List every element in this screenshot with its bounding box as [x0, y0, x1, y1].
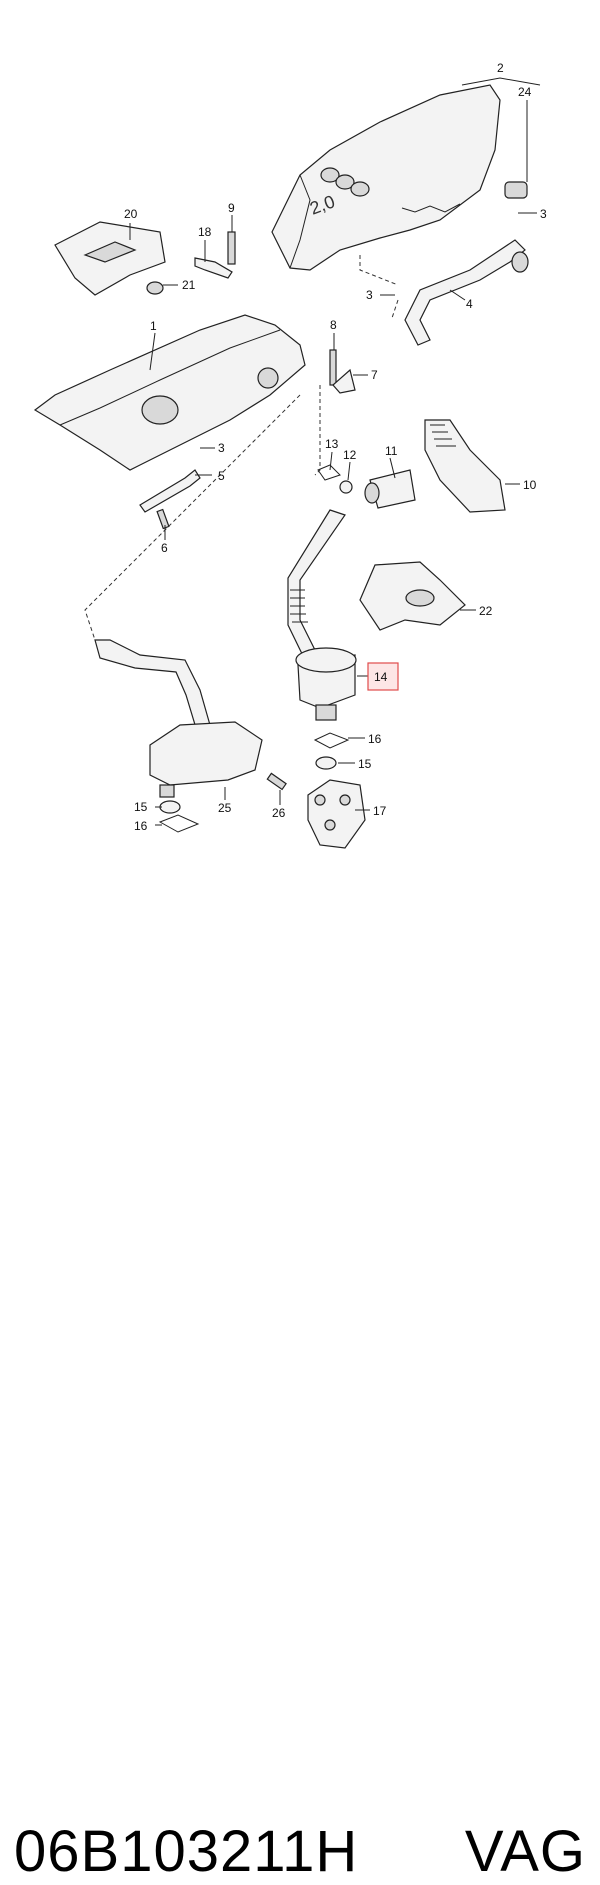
bracket-part-7 [332, 368, 356, 394]
cylinder-head-cover [33, 314, 306, 471]
vent-pipe [287, 509, 346, 662]
exploded-parts-diagram: 2,0 [33, 61, 547, 849]
bolt-part-26 [266, 772, 287, 791]
callout-3: 3 [540, 207, 547, 221]
callout-16: 16 [368, 732, 382, 746]
o-ring-part-15 [315, 756, 337, 770]
bracket-part-18 [194, 257, 233, 279]
callout-15: 15 [358, 757, 372, 771]
callout-16: 16 [134, 819, 148, 833]
callout-22: 22 [479, 604, 493, 618]
hose-to-oil-tank [94, 639, 211, 729]
clip-part-16 [313, 732, 350, 749]
callout-26: 26 [272, 806, 286, 820]
bolt-part-8 [329, 349, 337, 386]
callout-24: 24 [518, 85, 532, 99]
pressure-regulator-part-17 [307, 779, 366, 849]
brand-label: VAG [464, 1819, 586, 1884]
oil-separator-part-14 [295, 647, 357, 721]
callout-3: 3 [218, 441, 225, 455]
callout-1: 1 [150, 319, 157, 333]
clip-part-16-lower [158, 814, 200, 833]
callout-9: 9 [228, 201, 235, 215]
callout-17: 17 [373, 804, 387, 818]
callout-18: 18 [198, 225, 212, 239]
bolt-part-9 [227, 231, 236, 265]
heat-shield-part-22 [359, 561, 466, 631]
o-ring-part-12 [339, 480, 353, 494]
callout-11: 11 [385, 444, 398, 458]
callout-25: 25 [218, 801, 232, 815]
valve-part-11 [364, 469, 416, 509]
callout-2: 2 [497, 61, 504, 75]
callout-21: 21 [182, 278, 196, 292]
callout-3: 3 [366, 288, 373, 302]
part-number: 06B103211H [14, 1819, 359, 1884]
callout-14: 14 [374, 670, 388, 684]
breather-pipe-part-4 [404, 239, 529, 346]
clip-part-21 [146, 281, 164, 295]
callout-8: 8 [330, 318, 337, 332]
callout-7: 7 [371, 368, 378, 382]
callout-12: 12 [343, 448, 357, 462]
cover-part-20 [54, 221, 166, 296]
callout-10: 10 [523, 478, 537, 492]
callout-13: 13 [325, 437, 339, 451]
engine-cover: 2,0 [271, 84, 501, 271]
oil-tank-part-25 [149, 721, 263, 798]
callout-4: 4 [466, 297, 473, 311]
clip-part-13 [317, 464, 341, 481]
callout-20: 20 [124, 207, 138, 221]
bolt-part-6 [156, 508, 170, 530]
callout-15: 15 [134, 800, 148, 814]
highlight-box-part-14 [367, 662, 399, 691]
callout-5: 5 [218, 469, 225, 483]
callout-6: 6 [161, 541, 168, 555]
grommet-part-24 [504, 181, 528, 199]
hose-part-10 [424, 419, 506, 513]
footer: 06B103211H VAG [0, 900, 600, 1884]
o-ring-part-15-lower [159, 800, 181, 814]
bracket-part-5 [139, 469, 201, 513]
